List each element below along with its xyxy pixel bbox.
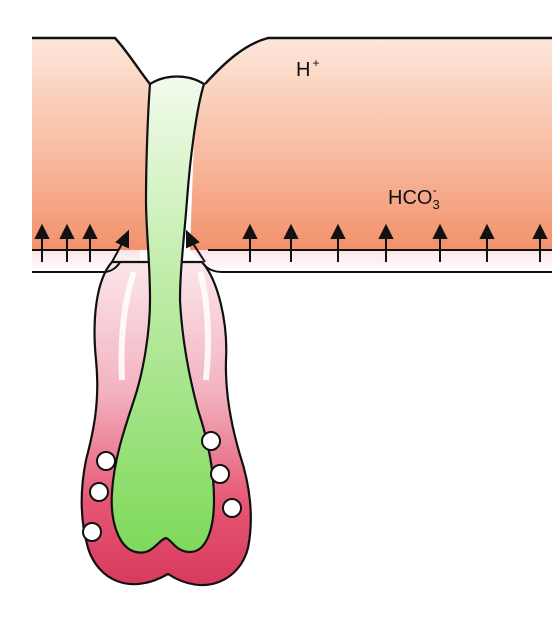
hydrogen-charge: + (312, 56, 320, 70)
parietal-cell (89, 482, 109, 502)
arrow-up (242, 223, 258, 262)
arrow-up (432, 223, 448, 262)
parietal-cell (96, 451, 116, 471)
bicarbonate-symbol: HCO (388, 187, 433, 209)
arrow-up (330, 223, 346, 262)
arrow-up (34, 223, 50, 262)
hydrogen-ion-label: H+ (296, 57, 319, 81)
epithelium-bottom-line-left (32, 261, 121, 273)
arrow-diagonal (111, 229, 129, 263)
hydrogen-symbol: H (296, 59, 311, 81)
arrow-up (479, 223, 495, 262)
parietal-cell (222, 498, 242, 518)
bicarbonate-label: HCO3- (388, 184, 440, 211)
bicarbonate-arrows (34, 223, 548, 263)
parietal-cell (82, 522, 102, 542)
arrow-up (378, 223, 394, 262)
gland-inner-lining (118, 270, 137, 381)
arrow-diagonal (186, 229, 206, 263)
arrow-up (82, 223, 98, 262)
mucus-layer (32, 38, 552, 250)
bicarbonate-subscript: 3 (432, 197, 440, 212)
pit-opening-outline (149, 75, 205, 85)
bicarbonate-charge: - (432, 183, 437, 197)
parietal-cell (201, 431, 221, 451)
arrow-up (59, 223, 75, 262)
surface-outline (32, 36, 552, 85)
arrow-up (283, 223, 299, 262)
arrow-up (532, 223, 548, 262)
parietal-cells (82, 431, 242, 542)
parietal-cell (210, 464, 230, 484)
epithelium-bottom-line-right (201, 261, 552, 273)
gland-inner-lining-right (197, 271, 211, 381)
pit-lumen (110, 75, 216, 554)
